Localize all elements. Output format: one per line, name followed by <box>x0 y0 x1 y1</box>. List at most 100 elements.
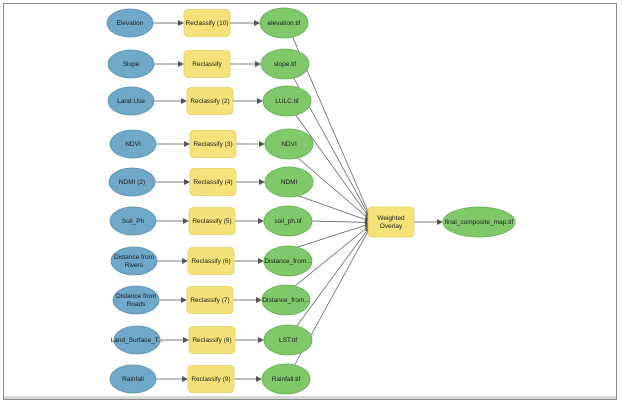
input-label: Elevation <box>117 20 144 27</box>
output-ellipse <box>263 245 313 277</box>
nodes: Elevation Reclassify (10) elevation.tifSlo… <box>106 7 516 395</box>
input-node[interactable]: NDVI <box>109 129 157 159</box>
input-ellipse <box>107 49 155 79</box>
input-label: Land_Surface_T... <box>111 337 164 344</box>
reclassify-tool-node[interactable]: Reclassify <box>183 50 231 78</box>
input-label: Land Use <box>117 98 145 105</box>
tool-rect <box>188 326 236 354</box>
reclassify-tool-node[interactable]: Reclassify (3) <box>189 130 237 158</box>
reclassify-tool-node[interactable]: Reclassify (2) <box>186 87 234 115</box>
tool-label: Reclassify (4) <box>193 179 232 186</box>
input-label: Slope <box>123 61 140 68</box>
tool-label: Reclassify (7) <box>190 297 229 304</box>
connector-arrow <box>297 195 371 223</box>
output-label: Distance_from... <box>262 297 310 304</box>
output-ellipse <box>264 166 314 198</box>
tool-rect <box>189 168 237 196</box>
input-node[interactable]: Slope <box>107 49 155 79</box>
reclassify-tool-node[interactable]: Reclassify (9) <box>187 365 235 393</box>
output-label: NDVI <box>281 141 297 148</box>
input-ellipse <box>108 167 156 197</box>
input-ellipse <box>110 246 158 276</box>
output-node[interactable]: Distance_from... <box>261 284 311 316</box>
output-label: Rainfall.tif <box>272 376 301 383</box>
input-ellipse <box>109 206 157 236</box>
output-node[interactable]: NDVI <box>264 128 314 160</box>
input-node[interactable]: Soil_Ph <box>109 206 157 236</box>
connector-arrow <box>297 157 371 221</box>
output-node[interactable]: soil_ph.tif <box>263 205 313 237</box>
tool-rect <box>187 365 235 393</box>
reclassify-tool-node[interactable]: Reclassify (7) <box>186 286 234 314</box>
tool-rect <box>367 206 415 238</box>
input-label: NDMI (2) <box>119 179 145 186</box>
output-label: Distance_from... <box>264 258 312 265</box>
tool-label: Reclassify (6) <box>191 258 230 265</box>
output-node[interactable]: LULC.tif <box>262 85 312 117</box>
output-label: NDMI <box>281 179 298 186</box>
output-ellipse <box>261 284 311 316</box>
tool-rect <box>186 286 234 314</box>
output-ellipse <box>264 128 314 160</box>
input-node[interactable]: Rainfall <box>109 364 157 394</box>
tool-rect <box>183 9 231 37</box>
output-ellipse <box>442 206 516 238</box>
output-node[interactable]: Rainfall.tif <box>261 363 311 395</box>
output-node[interactable]: NDMI <box>264 166 314 198</box>
overlay-label: Weighted <box>377 215 405 222</box>
horizontal-scrollbar[interactable] <box>4 396 616 399</box>
connector-arrow <box>295 114 371 220</box>
output-label: slope.tif <box>274 61 297 68</box>
final-output-label: final_composite_map.tif <box>445 219 513 226</box>
tool-label: Reclassify (3) <box>193 141 232 148</box>
reclassify-tool-node[interactable]: Reclassify (6) <box>187 247 235 275</box>
reclassify-tool-node[interactable]: Reclassify (10) <box>183 9 231 37</box>
input-ellipse <box>113 325 161 355</box>
tool-label: Reclassify <box>192 61 222 68</box>
output-node[interactable]: Distance_from... <box>263 245 313 277</box>
input-label: Rivers <box>125 262 144 269</box>
input-ellipse <box>107 86 155 116</box>
output-ellipse <box>263 205 313 237</box>
input-node[interactable]: Land_Surface_T... <box>111 325 164 355</box>
connector-arrow <box>296 225 371 327</box>
input-ellipse <box>112 285 160 315</box>
output-label: elevation.tif <box>268 20 301 27</box>
tool-label: Reclassify (10) <box>186 20 229 27</box>
output-label: LST.tif <box>279 337 297 344</box>
final-output-node[interactable]: final_composite_map.tif <box>442 206 516 238</box>
reclassify-tool-node[interactable]: Reclassify (4) <box>189 168 237 196</box>
output-ellipse <box>261 363 311 395</box>
tool-label: Reclassify (2) <box>190 98 229 105</box>
output-ellipse <box>262 85 312 117</box>
connector-arrow <box>311 219 371 226</box>
output-label: LULC.tif <box>275 98 299 105</box>
overlay-label: Overlay <box>380 223 403 230</box>
reclassify-tool-node[interactable]: Reclassify (5) <box>188 207 236 235</box>
output-label: soil_ph.tif <box>274 218 302 225</box>
input-node[interactable]: Elevation <box>106 8 154 38</box>
tool-rect <box>188 207 236 235</box>
output-node[interactable]: LST.tif <box>263 324 313 356</box>
input-node[interactable]: Land Use <box>107 86 155 116</box>
tool-label: Reclassify (9) <box>191 376 230 383</box>
input-label: Distance from <box>114 254 154 261</box>
input-ellipse <box>109 364 157 394</box>
output-node[interactable]: slope.tif <box>260 48 310 80</box>
input-ellipse <box>106 8 154 38</box>
output-ellipse <box>263 324 313 356</box>
tool-rect <box>183 50 231 78</box>
reclassify-tool-node[interactable]: Reclassify (8) <box>188 326 236 354</box>
input-node[interactable]: NDMI (2) <box>108 167 156 197</box>
input-ellipse <box>109 129 157 159</box>
tool-rect <box>189 130 237 158</box>
tool-rect <box>187 247 235 275</box>
input-label: Distance from <box>116 293 156 300</box>
tool-label: Reclassify (5) <box>192 218 231 225</box>
output-node[interactable]: elevation.tif <box>259 7 309 39</box>
tool-label: Reclassify (8) <box>192 337 231 344</box>
